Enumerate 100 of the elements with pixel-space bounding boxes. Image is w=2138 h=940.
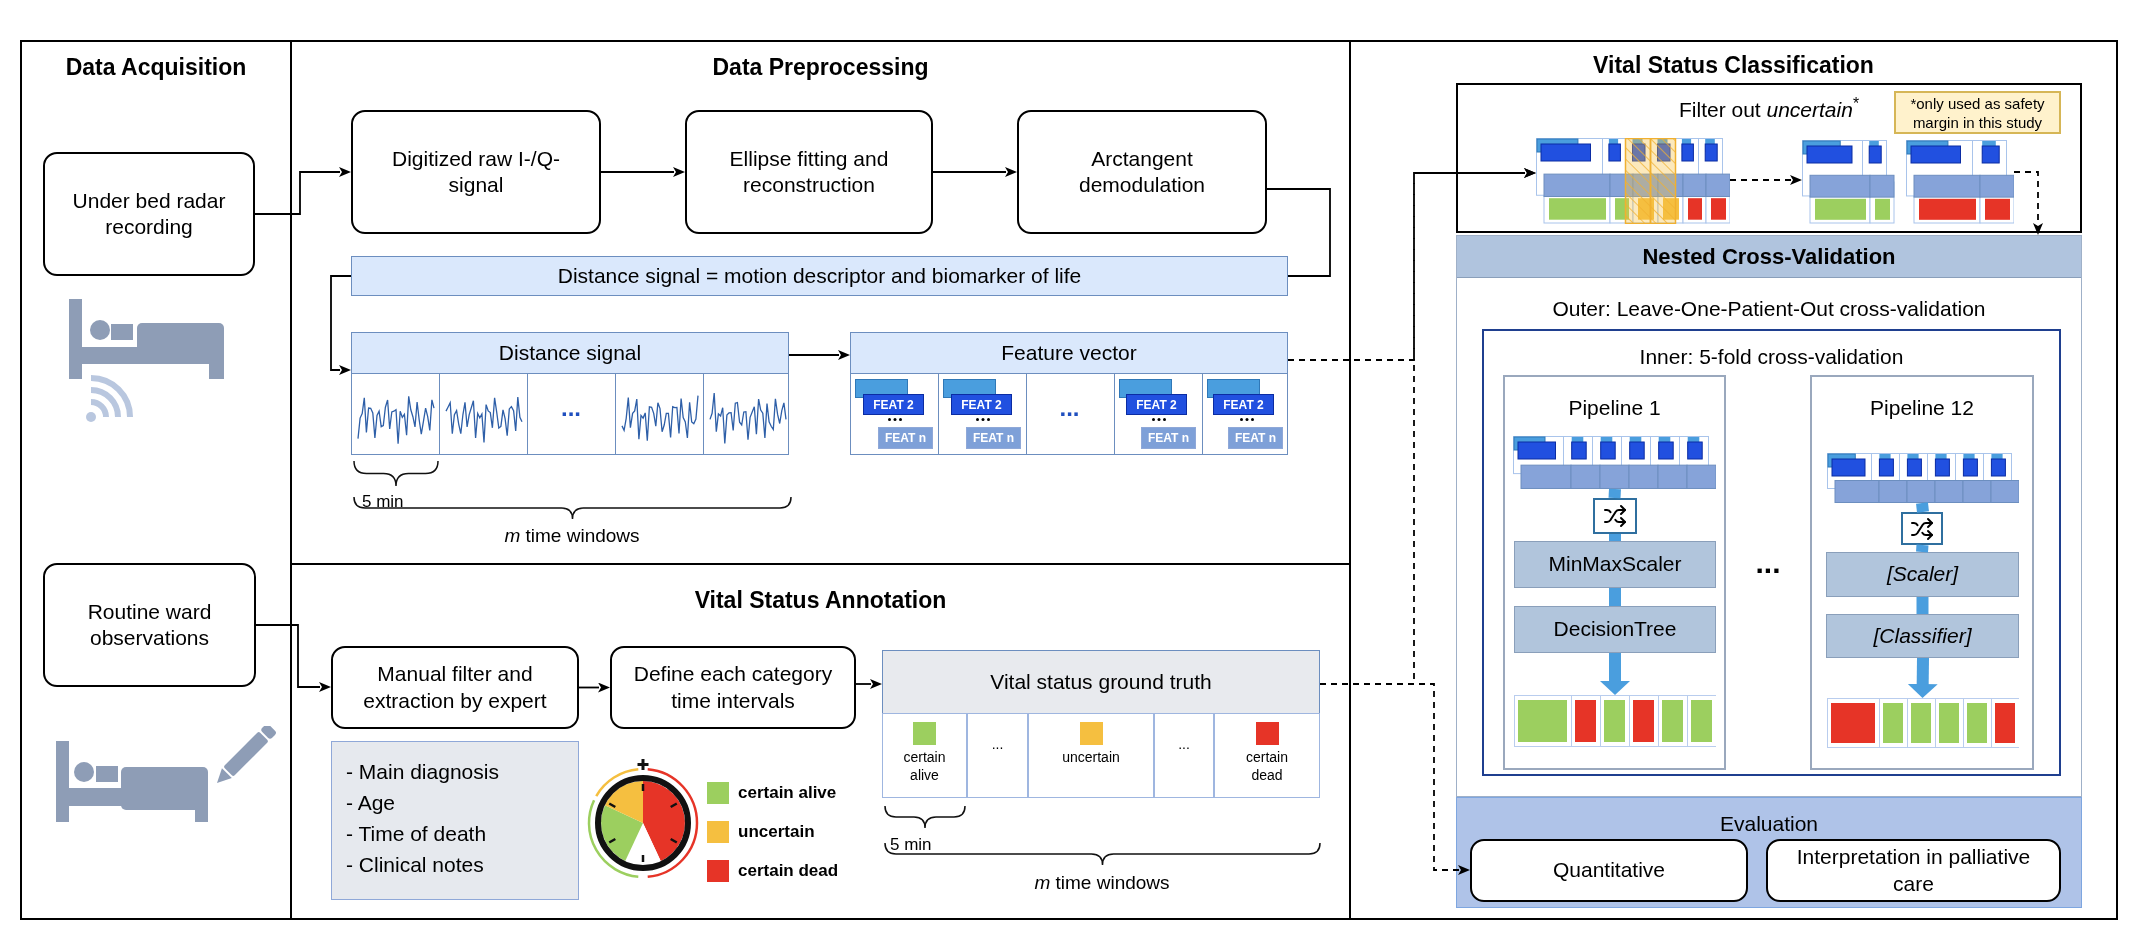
pipeline-step xyxy=(1826,552,2019,597)
status-cell xyxy=(882,713,967,798)
section-title: Vital Status Annotation xyxy=(694,586,947,615)
list-item: - Age xyxy=(346,790,396,816)
status-cell xyxy=(1028,713,1154,798)
status-cell xyxy=(967,713,1028,798)
data-panel xyxy=(850,332,1288,455)
signal-banner xyxy=(351,256,1288,296)
step-label: Manual filter and extraction by expert xyxy=(362,661,548,714)
panel-title: Pipeline 12 xyxy=(1870,395,1974,421)
arrow xyxy=(2013,171,2043,235)
process-box xyxy=(43,563,256,687)
tag-text: FEAT n xyxy=(972,432,1015,444)
validation-panel xyxy=(1456,235,2082,797)
process-box xyxy=(610,646,856,729)
tag-text: FEAT n xyxy=(1147,432,1190,444)
panel-header: Vital status ground truth xyxy=(883,651,1319,714)
section-title: Data Acquisition xyxy=(65,53,247,82)
connector-line xyxy=(1608,488,1621,499)
info-panel xyxy=(331,741,579,900)
window-count-label: m time windows xyxy=(504,524,640,548)
step-label: Quantitative xyxy=(1552,857,1666,884)
tag-text: FEAT n xyxy=(1234,432,1277,444)
ellipsis-text: ... xyxy=(561,393,581,423)
duration-label: 5 min xyxy=(890,834,932,856)
list-item: - Clinical notes xyxy=(346,852,484,878)
arrow xyxy=(1907,657,1938,698)
panel-header: Feature vector xyxy=(851,333,1287,374)
step-label: Routine ward observations xyxy=(86,598,213,651)
legend-text: certain alive xyxy=(738,782,837,804)
panel-subtitle: Outer: Leave-One-Patient-Out cross-validation xyxy=(1552,296,1986,322)
arrow xyxy=(600,167,685,177)
tag-text: FEAT 2 xyxy=(1136,398,1177,411)
arrow xyxy=(1600,653,1630,695)
status-text: certain alive xyxy=(902,749,947,784)
process-box xyxy=(1017,110,1267,234)
tag-text: FEAT 2 xyxy=(1223,398,1264,411)
feature-tag xyxy=(1126,394,1187,415)
status-cell xyxy=(1214,713,1320,798)
duration-label: 5 min xyxy=(362,491,404,513)
footnote-box xyxy=(1894,91,2061,134)
panel-header: Distance signal xyxy=(352,333,788,374)
list-item: - Time of death xyxy=(346,821,487,847)
feature-tag xyxy=(878,427,933,449)
ellipsis-text: ... xyxy=(1059,393,1080,423)
tag-text: FEAT 2 xyxy=(873,398,914,411)
feature-windows-drawing xyxy=(1513,436,1716,489)
prediction-bars-drawing xyxy=(1514,695,1716,747)
status-cell xyxy=(1154,713,1214,798)
section-panel xyxy=(1349,40,2118,920)
step-label: DecisionTree xyxy=(1553,616,1677,643)
legend-text: uncertain xyxy=(738,821,815,843)
connector-line xyxy=(1916,544,1929,553)
feature-tag xyxy=(1213,394,1274,415)
panel-title: Evaluation xyxy=(1719,811,1819,837)
panel-title: Pipeline 1 xyxy=(1568,395,1661,421)
process-box xyxy=(685,110,933,234)
step-label: MinMaxScaler xyxy=(1548,551,1682,578)
feature-tag xyxy=(966,427,1021,449)
evaluation-panel xyxy=(1456,797,2082,908)
arrow xyxy=(1729,175,1802,185)
panel-title: Filter out uncertain$^{*}$ xyxy=(1678,94,1860,123)
pipeline-step xyxy=(1826,614,2019,658)
panel-title: Inner: 5-fold cross-validation xyxy=(1639,344,1904,370)
connector-line xyxy=(1916,502,1929,513)
feature-windows-drawing xyxy=(1827,453,2019,503)
process-box xyxy=(351,110,601,234)
pipeline-step xyxy=(1514,606,1716,653)
footnote-text: *only used as safety margin in this study xyxy=(1909,93,2046,132)
arrow xyxy=(330,275,352,375)
status-text: certain dead xyxy=(1245,749,1289,784)
step-label: [Classifier] xyxy=(1873,622,1972,649)
connector-line xyxy=(1609,588,1621,606)
filter-panel xyxy=(1456,83,2082,233)
step-label: Arctangent demodulation xyxy=(1077,145,1207,198)
process-box xyxy=(1470,839,1748,902)
list-item: - Main diagnosis xyxy=(346,759,499,785)
arrow xyxy=(788,350,850,360)
status-text: ... xyxy=(991,736,1004,754)
status-text: uncertain xyxy=(1062,749,1120,767)
arrow xyxy=(255,624,331,692)
arrow xyxy=(932,167,1017,177)
section-title: Data Preprocessing xyxy=(712,53,929,82)
prediction-bars-drawing xyxy=(1827,698,2019,748)
step-label: Ellipse fitting and reconstruction xyxy=(728,145,890,198)
arrow xyxy=(254,167,351,215)
section-panel xyxy=(20,40,292,920)
feature-tag xyxy=(1141,427,1196,449)
data-panel xyxy=(882,650,1320,798)
feature-tag xyxy=(1228,427,1283,449)
step-label: [Scaler] xyxy=(1886,561,1959,588)
process-box xyxy=(1766,839,2061,902)
step-label: Define each category time intervals xyxy=(632,661,834,714)
connector-line xyxy=(1266,188,1331,277)
window-count-label: m time windows xyxy=(1034,871,1170,895)
status-text: ... xyxy=(1178,736,1190,754)
pipeline-panel xyxy=(1503,375,1726,770)
connector-line xyxy=(1609,534,1621,541)
shuffle-step xyxy=(1593,498,1637,534)
data-windows-drawing xyxy=(1802,140,2014,224)
